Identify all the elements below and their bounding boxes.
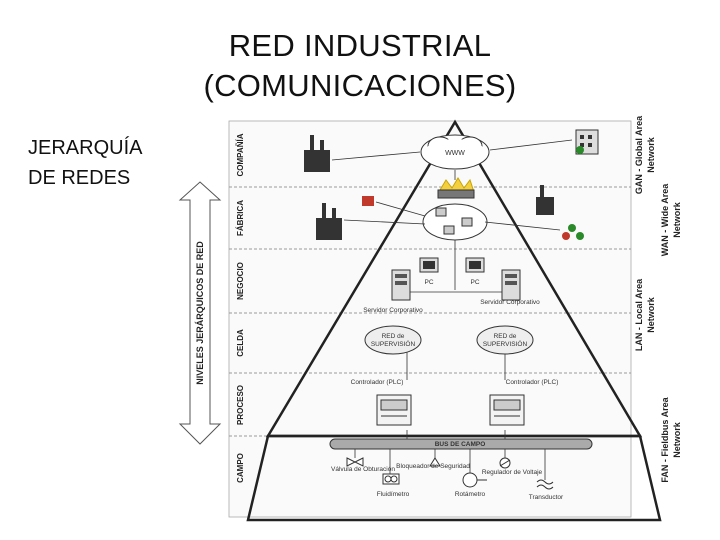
connection-lines bbox=[331, 139, 573, 442]
fan-label-line2: Network bbox=[672, 421, 682, 458]
factory-icon-company bbox=[304, 135, 330, 172]
hierarchy-axis-label: NIVELES JERÁRQUICOS DE RED bbox=[195, 241, 205, 385]
subtitle-line-1: JERARQUÍA bbox=[28, 137, 143, 159]
supervision-right-line2: SUPERVISIÓN bbox=[483, 339, 528, 348]
level-field-label: CAMPO bbox=[236, 453, 245, 483]
controller-right-label: Controlador (PLC) bbox=[506, 379, 559, 386]
controller-left-label: Controlador (PLC) bbox=[351, 379, 404, 386]
gan-label-line2: Network bbox=[646, 136, 656, 173]
page-title: RED INDUSTRIAL (COMUNICACIONES) bbox=[160, 26, 560, 106]
pc-right-label: PC bbox=[470, 279, 479, 286]
level-labels: COMPAÑÍA FÁBRICA NEGOCIO CELDA PROCESO C… bbox=[236, 133, 245, 483]
supervision-left-line1: RED de bbox=[382, 333, 405, 340]
subtitle-line-2: DE REDES bbox=[28, 167, 131, 189]
plc-right bbox=[489, 394, 525, 426]
title-line-1: RED INDUSTRIAL bbox=[228, 28, 492, 63]
fieldbus-label: BUS DE CAMPO bbox=[435, 441, 486, 448]
pyramid-base bbox=[246, 434, 662, 522]
server-left bbox=[391, 269, 411, 301]
factory-icon-right bbox=[536, 185, 554, 215]
server-right bbox=[501, 269, 521, 301]
level-process-label: PROCESO bbox=[236, 385, 245, 425]
fieldbus-pipe bbox=[329, 438, 593, 450]
supervision-right-line1: RED de bbox=[494, 333, 517, 340]
flowmeter-label: Fluidímetro bbox=[377, 491, 410, 498]
pc-left bbox=[419, 257, 439, 273]
server-right-label: Servidor Corporativo bbox=[480, 299, 540, 306]
rotameter-icon bbox=[462, 472, 487, 488]
server-left-label: Servidor Corporativo bbox=[363, 307, 423, 314]
www-label: WWW bbox=[445, 150, 465, 157]
supervision-network-right bbox=[476, 325, 534, 355]
valve-label: Válvula de Obturación bbox=[331, 466, 395, 473]
wan-label-line1: WAN - Wide Area bbox=[660, 183, 670, 257]
network-labels: GAN - Global Area Network WAN - Wide Are… bbox=[634, 115, 682, 483]
transducer-label: Transductor bbox=[529, 494, 564, 501]
level-business-label: NEGOCIO bbox=[236, 262, 245, 300]
voltage-regulator-icon bbox=[499, 457, 511, 469]
www-cloud bbox=[420, 134, 490, 170]
pc-right bbox=[465, 257, 485, 273]
wan-label-line2: Network bbox=[672, 201, 682, 238]
valve-icon bbox=[346, 457, 364, 467]
rotameter-label: Rotámetro bbox=[455, 491, 486, 498]
hierarchy-double-arrow bbox=[178, 181, 222, 445]
supervision-network-left bbox=[364, 325, 422, 355]
fieldbus-drops bbox=[354, 449, 546, 480]
firewall-icon bbox=[437, 177, 475, 199]
gan-label-line1: GAN - Global Area bbox=[634, 115, 644, 194]
flowmeter-icon bbox=[382, 473, 400, 485]
level-cell-label: CELDA bbox=[236, 329, 245, 357]
pc-left-label: PC bbox=[424, 279, 433, 286]
lan-label-line2: Network bbox=[646, 296, 656, 333]
level-factory-label: FÁBRICA bbox=[236, 200, 245, 236]
title-line-2: (COMUNICACIONES) bbox=[203, 68, 517, 103]
supervision-left-line2: SUPERVISIÓN bbox=[371, 339, 416, 348]
factory-icon-plant bbox=[316, 203, 342, 240]
subtitle: JERARQUÍA DE REDES bbox=[28, 133, 142, 193]
safety-lock-icon bbox=[429, 457, 441, 467]
users-icon bbox=[562, 224, 584, 240]
wan-cloud bbox=[422, 203, 488, 241]
voltage-regulator-label: Regulador de Voltaje bbox=[482, 469, 543, 476]
fan-label-line1: FAN - Fieldbus Area bbox=[660, 396, 670, 482]
safety-lock-label: Bloqueador de Seguridad bbox=[396, 463, 470, 470]
building-icon bbox=[575, 129, 599, 155]
plc-left bbox=[376, 394, 412, 426]
level-company-label: COMPAÑÍA bbox=[236, 133, 245, 176]
transducer-icon bbox=[536, 479, 554, 490]
lan-label-line1: LAN - Local Area bbox=[634, 278, 644, 351]
red-terminal-icon bbox=[362, 196, 374, 206]
